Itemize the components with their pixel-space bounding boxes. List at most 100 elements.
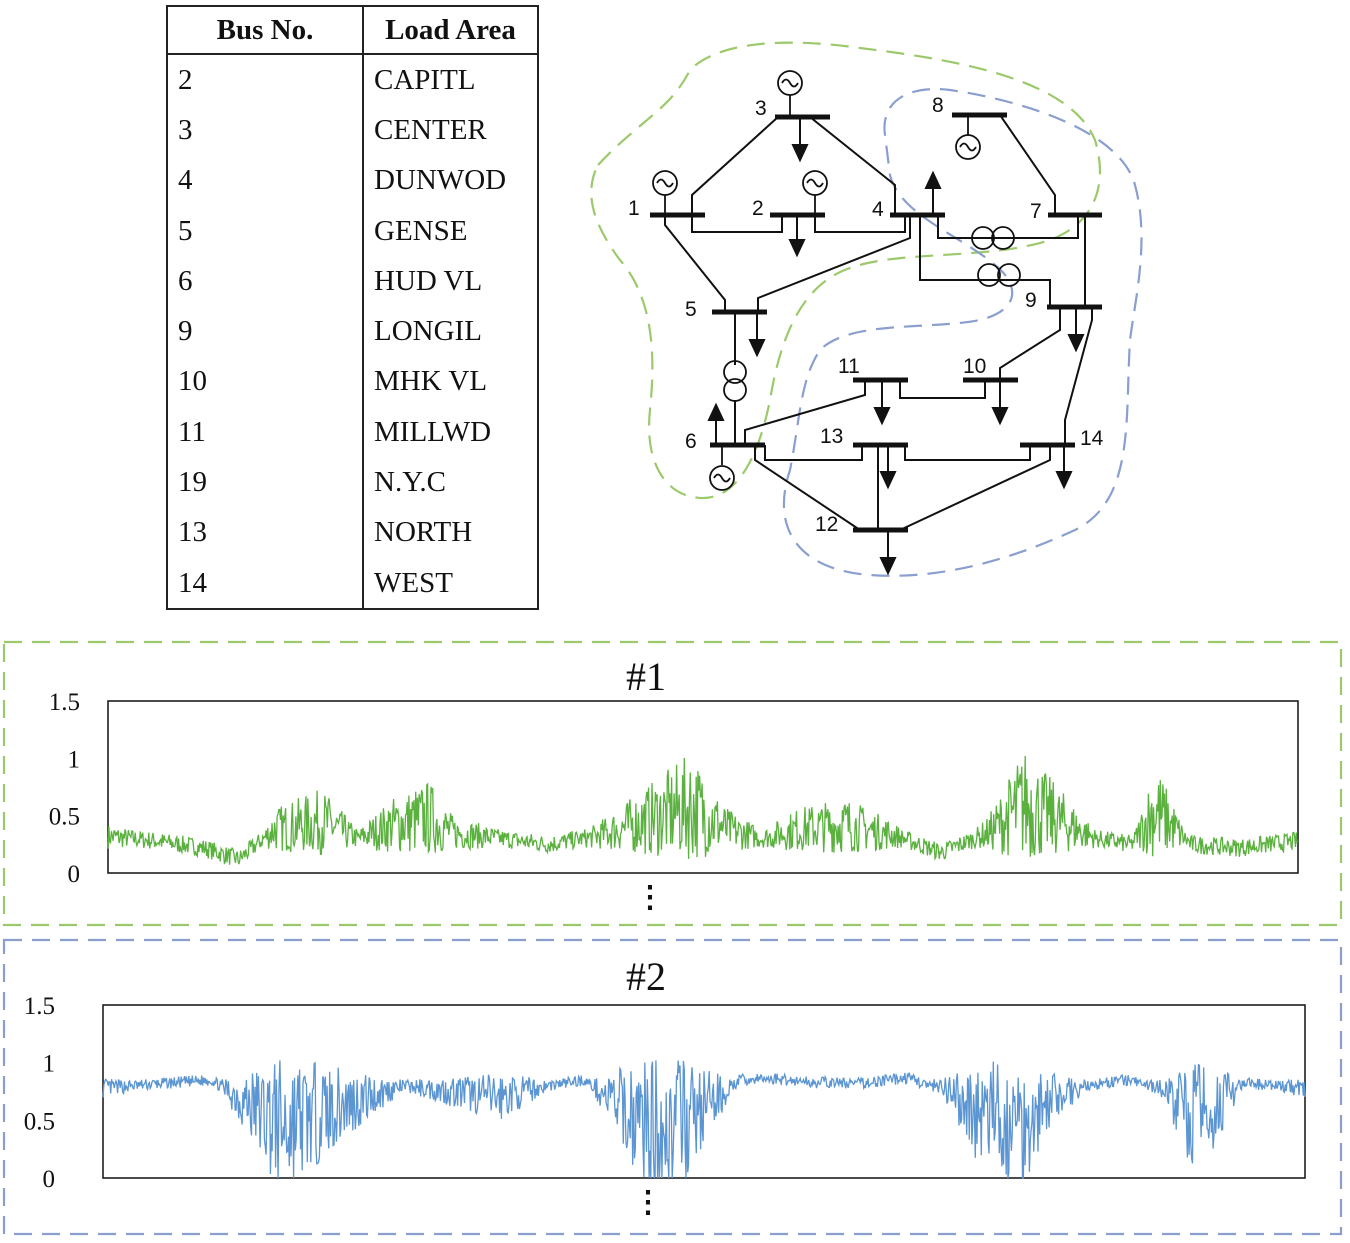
bus-number-cell: 9 xyxy=(167,306,364,357)
bus-label-14: 14 xyxy=(1080,427,1104,450)
bus-labels: 1 2 3 4 5 6 7 8 9 10 11 12 13 14 xyxy=(628,94,1104,536)
panel-2-ellipsis: ⋮ xyxy=(633,1186,663,1219)
table-row: 19 N.Y.C xyxy=(167,457,538,508)
load-arrow-icon xyxy=(788,215,806,258)
load-arrow-icon xyxy=(1067,307,1085,353)
load-arrow-icon xyxy=(748,312,766,358)
transformer-icon xyxy=(977,263,1021,287)
chart-1-yticks: 0 0.5 1 1.5 xyxy=(49,689,80,888)
generator-icon xyxy=(777,70,803,117)
load-arrow-icon xyxy=(991,380,1009,426)
bus-number-cell: 3 xyxy=(167,105,364,156)
y-tick-label: 0 xyxy=(68,861,81,888)
table-row: 11 MILLWD xyxy=(167,407,538,458)
panel-2-border xyxy=(2,938,1343,1236)
bus-number-cell: 14 xyxy=(167,557,364,610)
bus-label-7: 7 xyxy=(1030,200,1042,223)
bus-load-area-table: Bus No. Load Area 2 CAPITL 3 CENTER 4 DUNWOD 5… xyxy=(166,5,539,611)
bus-label-11: 11 xyxy=(838,355,860,378)
table-row: 10 MHK VL xyxy=(167,356,538,408)
bus-number-cell: 4 xyxy=(167,155,364,206)
load-area-cell: LONGIL xyxy=(374,315,482,348)
bus-number-cell: 2 xyxy=(167,54,364,106)
load-arrow-icon xyxy=(873,380,891,426)
load-arrow-icon xyxy=(791,117,809,163)
chart-2-plot xyxy=(102,1060,1306,1179)
bus-label-6: 6 xyxy=(685,430,697,453)
header-load-area: Load Area xyxy=(363,6,538,55)
table-header-row: Bus No. Load Area xyxy=(167,6,538,55)
panel-2-title: #2 xyxy=(626,954,666,999)
load-area-cell: MHK VL xyxy=(374,365,488,398)
panel-2: #2 0 0.5 1 1.5 ⋮ xyxy=(2,938,1343,1236)
bus-number-cell: 19 xyxy=(167,457,364,508)
y-tick-label: 1 xyxy=(68,746,81,773)
transformer-icon xyxy=(971,226,1015,250)
panel-1-border xyxy=(2,640,1343,927)
load-arrow-icon xyxy=(924,170,942,215)
y-tick-label: 0.5 xyxy=(24,1108,55,1135)
generator-icon xyxy=(802,170,828,215)
load-arrow-icon xyxy=(879,530,897,576)
bus-number-cell: 5 xyxy=(167,205,364,257)
table-row: 2 CAPITL xyxy=(167,54,538,106)
header-bus-no: Bus No. xyxy=(167,6,364,55)
series-line xyxy=(107,755,1299,865)
y-tick-label: 1.5 xyxy=(49,689,80,716)
load-area-cell: MILLWD xyxy=(374,415,492,448)
panel-1: #1 0 0.5 1 1.5 ⋮ xyxy=(2,640,1343,927)
bus-label-5: 5 xyxy=(685,298,697,321)
generator-icon xyxy=(709,445,735,491)
bus-label-3: 3 xyxy=(755,97,767,120)
bus-number-cell: 11 xyxy=(167,407,364,458)
table-row: 5 GENSE xyxy=(167,205,538,257)
bus-label-2: 2 xyxy=(752,197,764,220)
load-arrow-icon xyxy=(707,402,725,445)
bus-label-10: 10 xyxy=(963,355,986,378)
load-area-cell: DUNWOD xyxy=(374,164,507,197)
area1-outline xyxy=(590,41,1102,500)
y-tick-label: 1 xyxy=(43,1051,56,1078)
bus-label-1: 1 xyxy=(628,197,640,220)
load-area-cell: HUD VL xyxy=(374,264,483,297)
bus-number-cell: 6 xyxy=(167,256,364,307)
transformers xyxy=(723,226,1021,402)
table-row: 6 HUD VL xyxy=(167,256,538,307)
bus-label-4: 4 xyxy=(872,198,884,221)
transformer-icon xyxy=(723,360,747,402)
area2-outline xyxy=(782,88,1143,577)
bus-number-cell: 13 xyxy=(167,507,364,558)
panel-1-title: #1 xyxy=(626,654,666,699)
table-row: 13 NORTH xyxy=(167,507,538,558)
chart-1-frame xyxy=(107,700,1299,874)
y-tick-label: 1.5 xyxy=(24,993,55,1020)
load-area-cell: NORTH xyxy=(374,516,473,549)
bus-label-9: 9 xyxy=(1025,289,1037,312)
chart-2-yticks: 0 0.5 1 1.5 xyxy=(24,993,55,1193)
load-area-cell: CAPITL xyxy=(374,63,476,96)
table-row: 4 DUNWOD xyxy=(167,155,538,206)
load-arrow-icon xyxy=(1055,445,1073,490)
bus-label-13: 13 xyxy=(820,425,843,448)
table-row: 3 CENTER xyxy=(167,105,538,156)
chart-1-plot xyxy=(107,755,1299,865)
table-row: 14 WEST xyxy=(167,557,538,610)
bus-label-12: 12 xyxy=(815,513,838,536)
generator-icon xyxy=(955,115,981,160)
generators xyxy=(652,70,981,491)
generator-icon xyxy=(652,170,678,215)
table-body: 2 CAPITL 3 CENTER 4 DUNWOD 5 GENSE 6 HUD VL 9 LONGI… xyxy=(167,54,538,610)
load-area-cell: CENTER xyxy=(374,113,487,146)
y-tick-label: 0 xyxy=(43,1166,56,1193)
series-line xyxy=(102,1060,1306,1179)
load-arrows xyxy=(707,117,1085,576)
load-area-cell: WEST xyxy=(374,566,453,599)
bus-label-8: 8 xyxy=(932,94,944,117)
load-area-cell: N.Y.C xyxy=(374,466,446,499)
bus-number-cell: 10 xyxy=(167,356,364,408)
panel-1-ellipsis: ⋮ xyxy=(635,881,665,914)
y-tick-label: 0.5 xyxy=(49,804,80,831)
load-arrow-icon xyxy=(879,445,897,490)
load-area-cell: GENSE xyxy=(374,214,468,247)
